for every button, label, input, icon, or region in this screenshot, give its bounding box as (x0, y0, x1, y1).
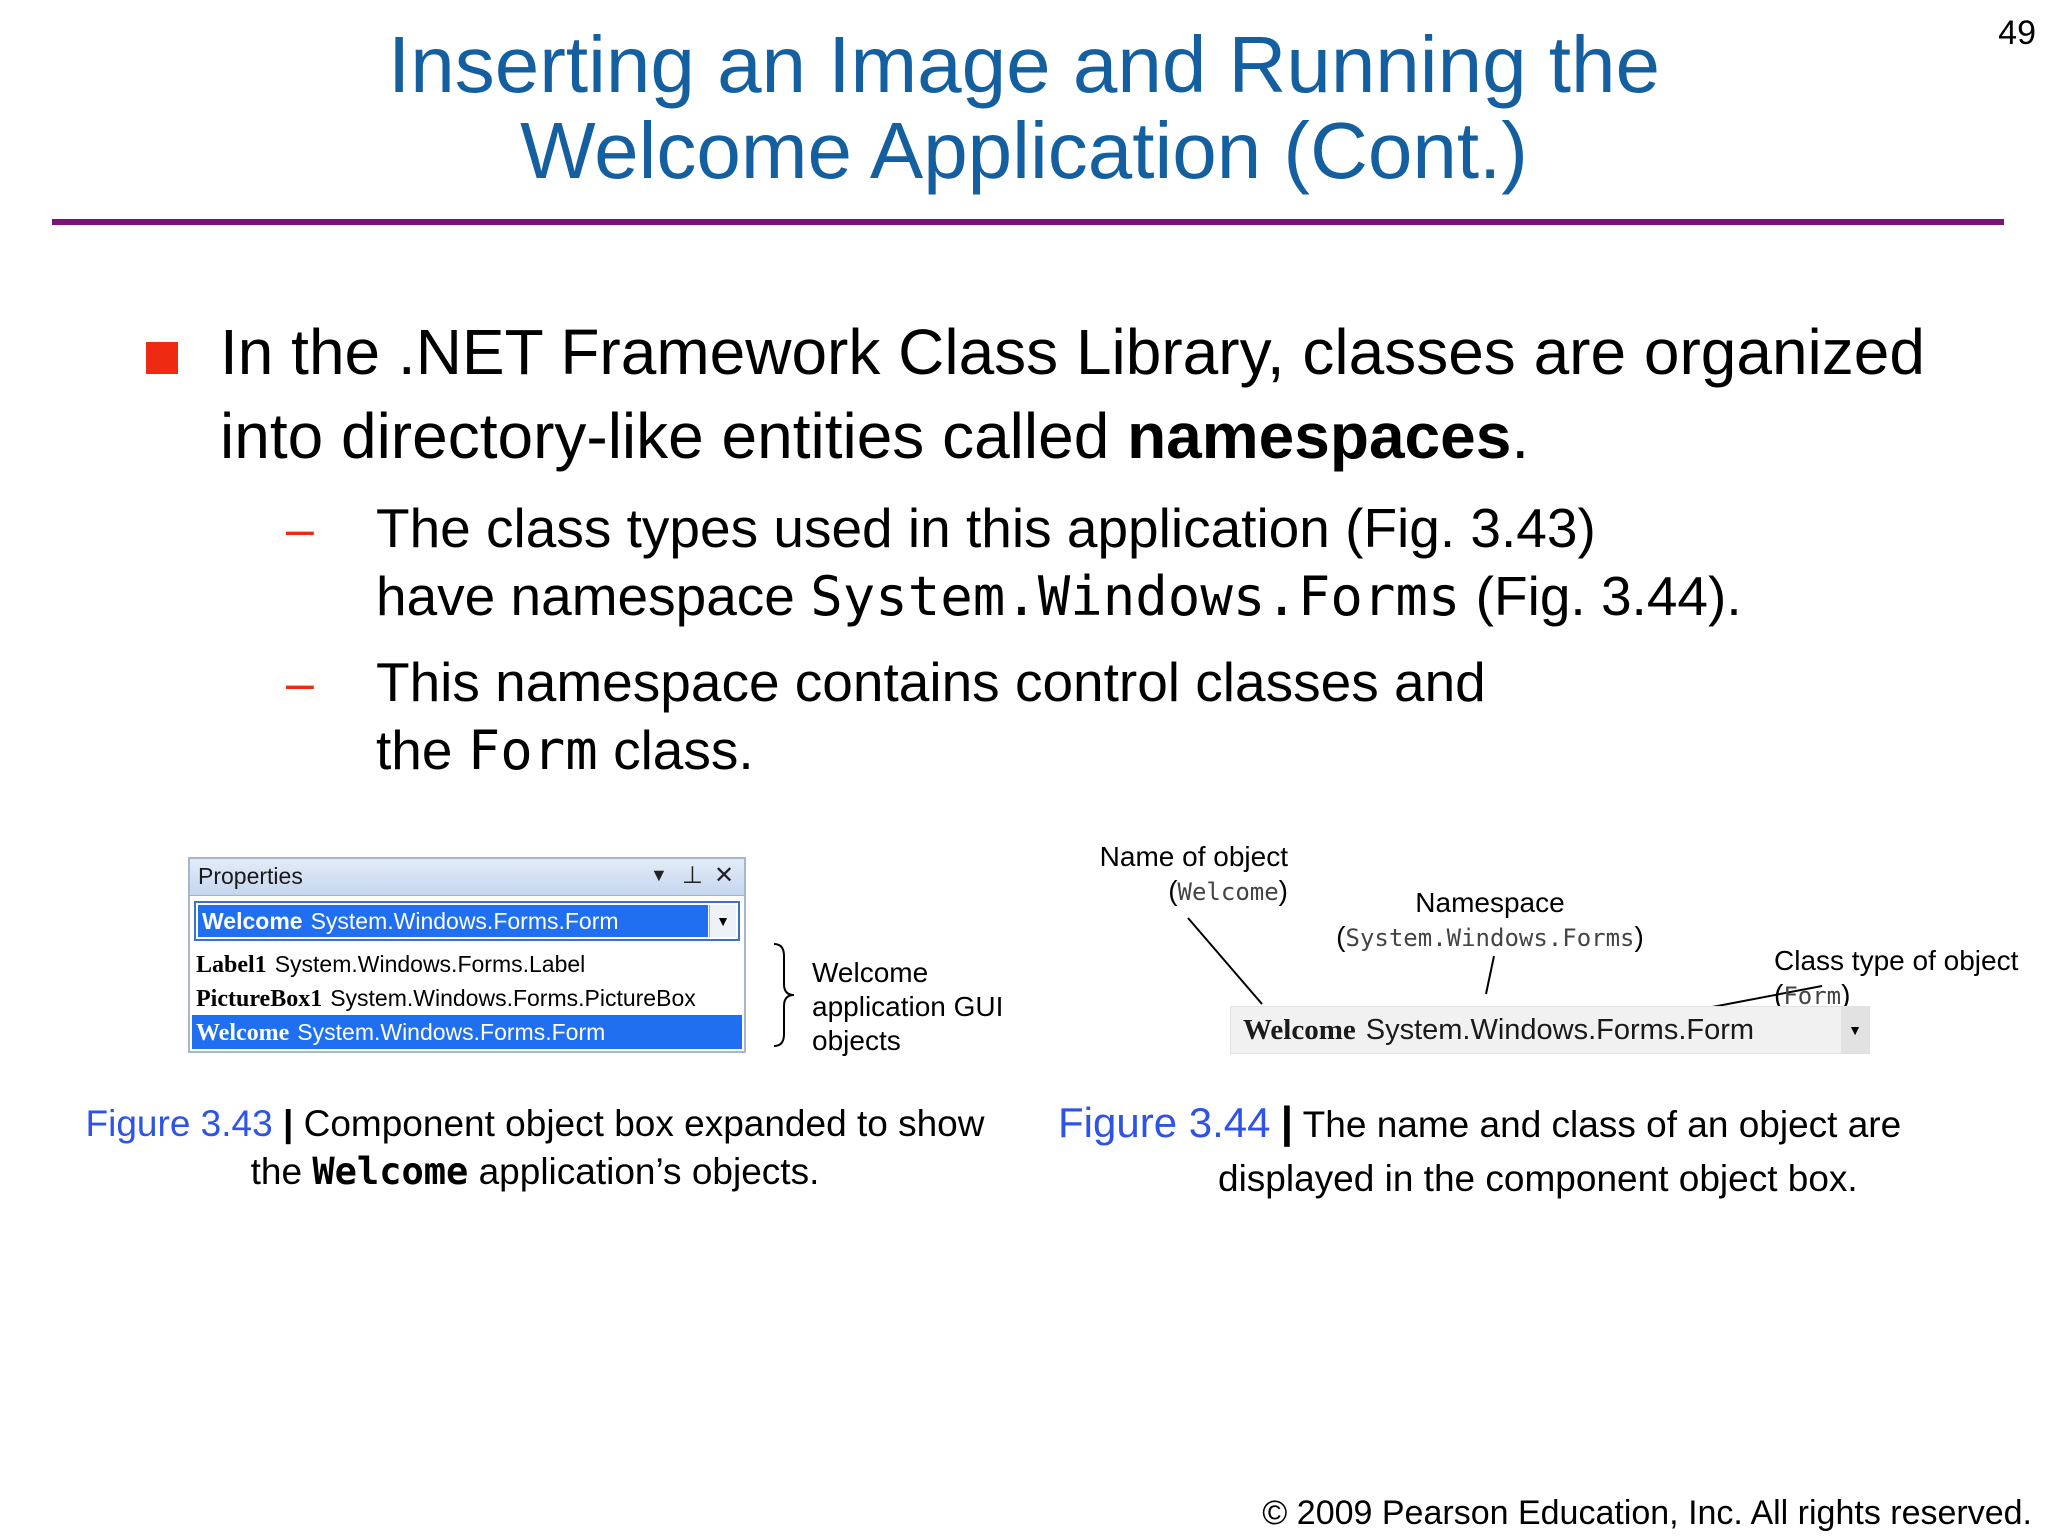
pin-icon[interactable]: ⊥ (682, 862, 703, 889)
subbullet-2-line1: This namespace contains control classes … (376, 651, 1486, 713)
leader-line-name (1187, 917, 1263, 1005)
main-bullet: In the .NET Framework Class Library, cla… (220, 310, 2020, 478)
subbullet-1-code: System.Windows.Forms (810, 565, 1461, 628)
brace-label-line: Welcome (812, 957, 929, 988)
figure-343-text-2: the (250, 1151, 313, 1192)
combo-selected-type: System.Windows.Forms.Form (310, 908, 619, 934)
annotation-type-label: Class type of object (1774, 945, 2019, 976)
list-item-type: System.Windows.Forms.Label (274, 951, 586, 977)
slide-number: 49 (1998, 14, 2036, 52)
brace-label-line: application GUI (812, 991, 1004, 1022)
dropdown-arrow-icon[interactable]: ▼ (650, 865, 668, 885)
figure-344-text: The name and class of an object are (1293, 1104, 1902, 1145)
main-bullet-bold: namespaces (1127, 400, 1512, 472)
list-item-name: PictureBox1 (196, 986, 323, 1012)
main-bullet-end: . (1511, 400, 1530, 472)
subbullet-1-text: have namespace (376, 565, 811, 627)
annotation-name-label: Name of object (1099, 841, 1288, 872)
figure-344-caption: Figure 3.44 | The name and class of an o… (1058, 1096, 2028, 1206)
annotation-class-type: Class type of object (Form) (1774, 945, 2019, 1010)
annotation-type-value: Form (1783, 982, 1842, 1010)
subbullet-2-line2: the Form class. (376, 716, 1976, 785)
slide-title: Inserting an Image and Running the Welco… (0, 22, 2048, 194)
properties-title: Properties (198, 863, 303, 889)
annotation-name: Name of object (Welcome) (1088, 840, 1288, 909)
bullet-square-icon (146, 342, 178, 374)
subbullet-1-end: (Fig. 3.44). (1460, 565, 1742, 627)
list-item-selected[interactable]: Welcome System.Windows.Forms.Form (192, 1015, 742, 1049)
list-item[interactable]: PictureBox1 System.Windows.Forms.PictureB… (192, 981, 742, 1015)
subbullet-2-code: Form (467, 719, 598, 782)
slide-title-line1: Inserting an Image and Running the (388, 20, 1660, 109)
caption-separator: | (282, 1103, 294, 1144)
subbullet-2: This namespace contains control classes … (376, 648, 1976, 785)
subbullet-dash-1: – (286, 501, 314, 557)
subbullet-1-line2: have namespace System.Windows.Forms (Fig… (376, 562, 1976, 631)
list-item[interactable]: Label1 System.Windows.Forms.Label (192, 947, 742, 981)
copyright-notice: © 2009 Pearson Education, Inc. All right… (1262, 1494, 2032, 1532)
annotation-ns-value: System.Windows.Forms (1345, 924, 1635, 952)
annotation-ns-label: Namespace (1415, 887, 1565, 918)
subbullet-1: The class types used in this application… (376, 494, 1976, 631)
combo-value: Welcome System.Windows.Forms.Form (1243, 1007, 1754, 1053)
brace-label-line: objects (812, 1025, 901, 1056)
chevron-down-icon[interactable]: ▼ (709, 905, 736, 937)
chevron-down-icon[interactable]: ▼ (1841, 1007, 1869, 1053)
component-object-box[interactable]: Welcome System.Windows.Forms.Form ▼ (194, 901, 740, 941)
close-icon[interactable]: ✕ (714, 862, 735, 889)
title-divider (52, 219, 2004, 225)
subbullet-dash-2: – (286, 655, 314, 711)
subbullet-2-text: the (376, 719, 468, 781)
subbullet-2-end: class. (597, 719, 754, 781)
combo-selected-item[interactable]: Welcome System.Windows.Forms.Form (198, 905, 708, 937)
list-item-name: Welcome (196, 1020, 290, 1046)
list-item-type: System.Windows.Forms.Form (297, 1019, 606, 1045)
slide-title-line2: Welcome Application (Cont.) (520, 106, 1528, 195)
list-item-type: System.Windows.Forms.PictureBox (330, 985, 696, 1011)
brace-icon (773, 943, 795, 1047)
combo-name: Welcome (1243, 1014, 1356, 1046)
figure-343-text-3: application’s objects. (468, 1151, 820, 1192)
figure-343-text: Component object box expanded to show (293, 1103, 985, 1144)
figure-343-number: Figure 3.43 (85, 1103, 273, 1144)
properties-header: Properties ▼ ⊥ ✕ (190, 859, 744, 896)
component-object-box[interactable]: Welcome System.Windows.Forms.Form ▼ (1230, 1006, 1870, 1054)
subbullet-1-line1: The class types used in this application… (376, 497, 1596, 559)
figure-343-code: Welcome (312, 1150, 469, 1193)
leader-line-namespace (1485, 955, 1495, 995)
main-bullet-text: In the .NET Framework Class Library, cla… (220, 316, 1925, 472)
figure-343-caption: Figure 3.43 | Component object box expan… (30, 1100, 1040, 1196)
annotation-name-value: Welcome (1177, 878, 1279, 906)
annotation-namespace: Namespace (System.Windows.Forms) (1300, 886, 1680, 955)
list-item-name: Label1 (196, 952, 267, 978)
combo-type: System.Windows.Forms.Form (1365, 1014, 1755, 1046)
combo-selected-name: Welcome (202, 908, 303, 934)
brace-label: Welcome application GUI objects (812, 956, 1003, 1058)
figure-344-text-2: displayed in the component object box. (1218, 1158, 1858, 1199)
caption-separator: | (1280, 1098, 1294, 1147)
figure-344-number: Figure 3.44 (1058, 1099, 1271, 1146)
